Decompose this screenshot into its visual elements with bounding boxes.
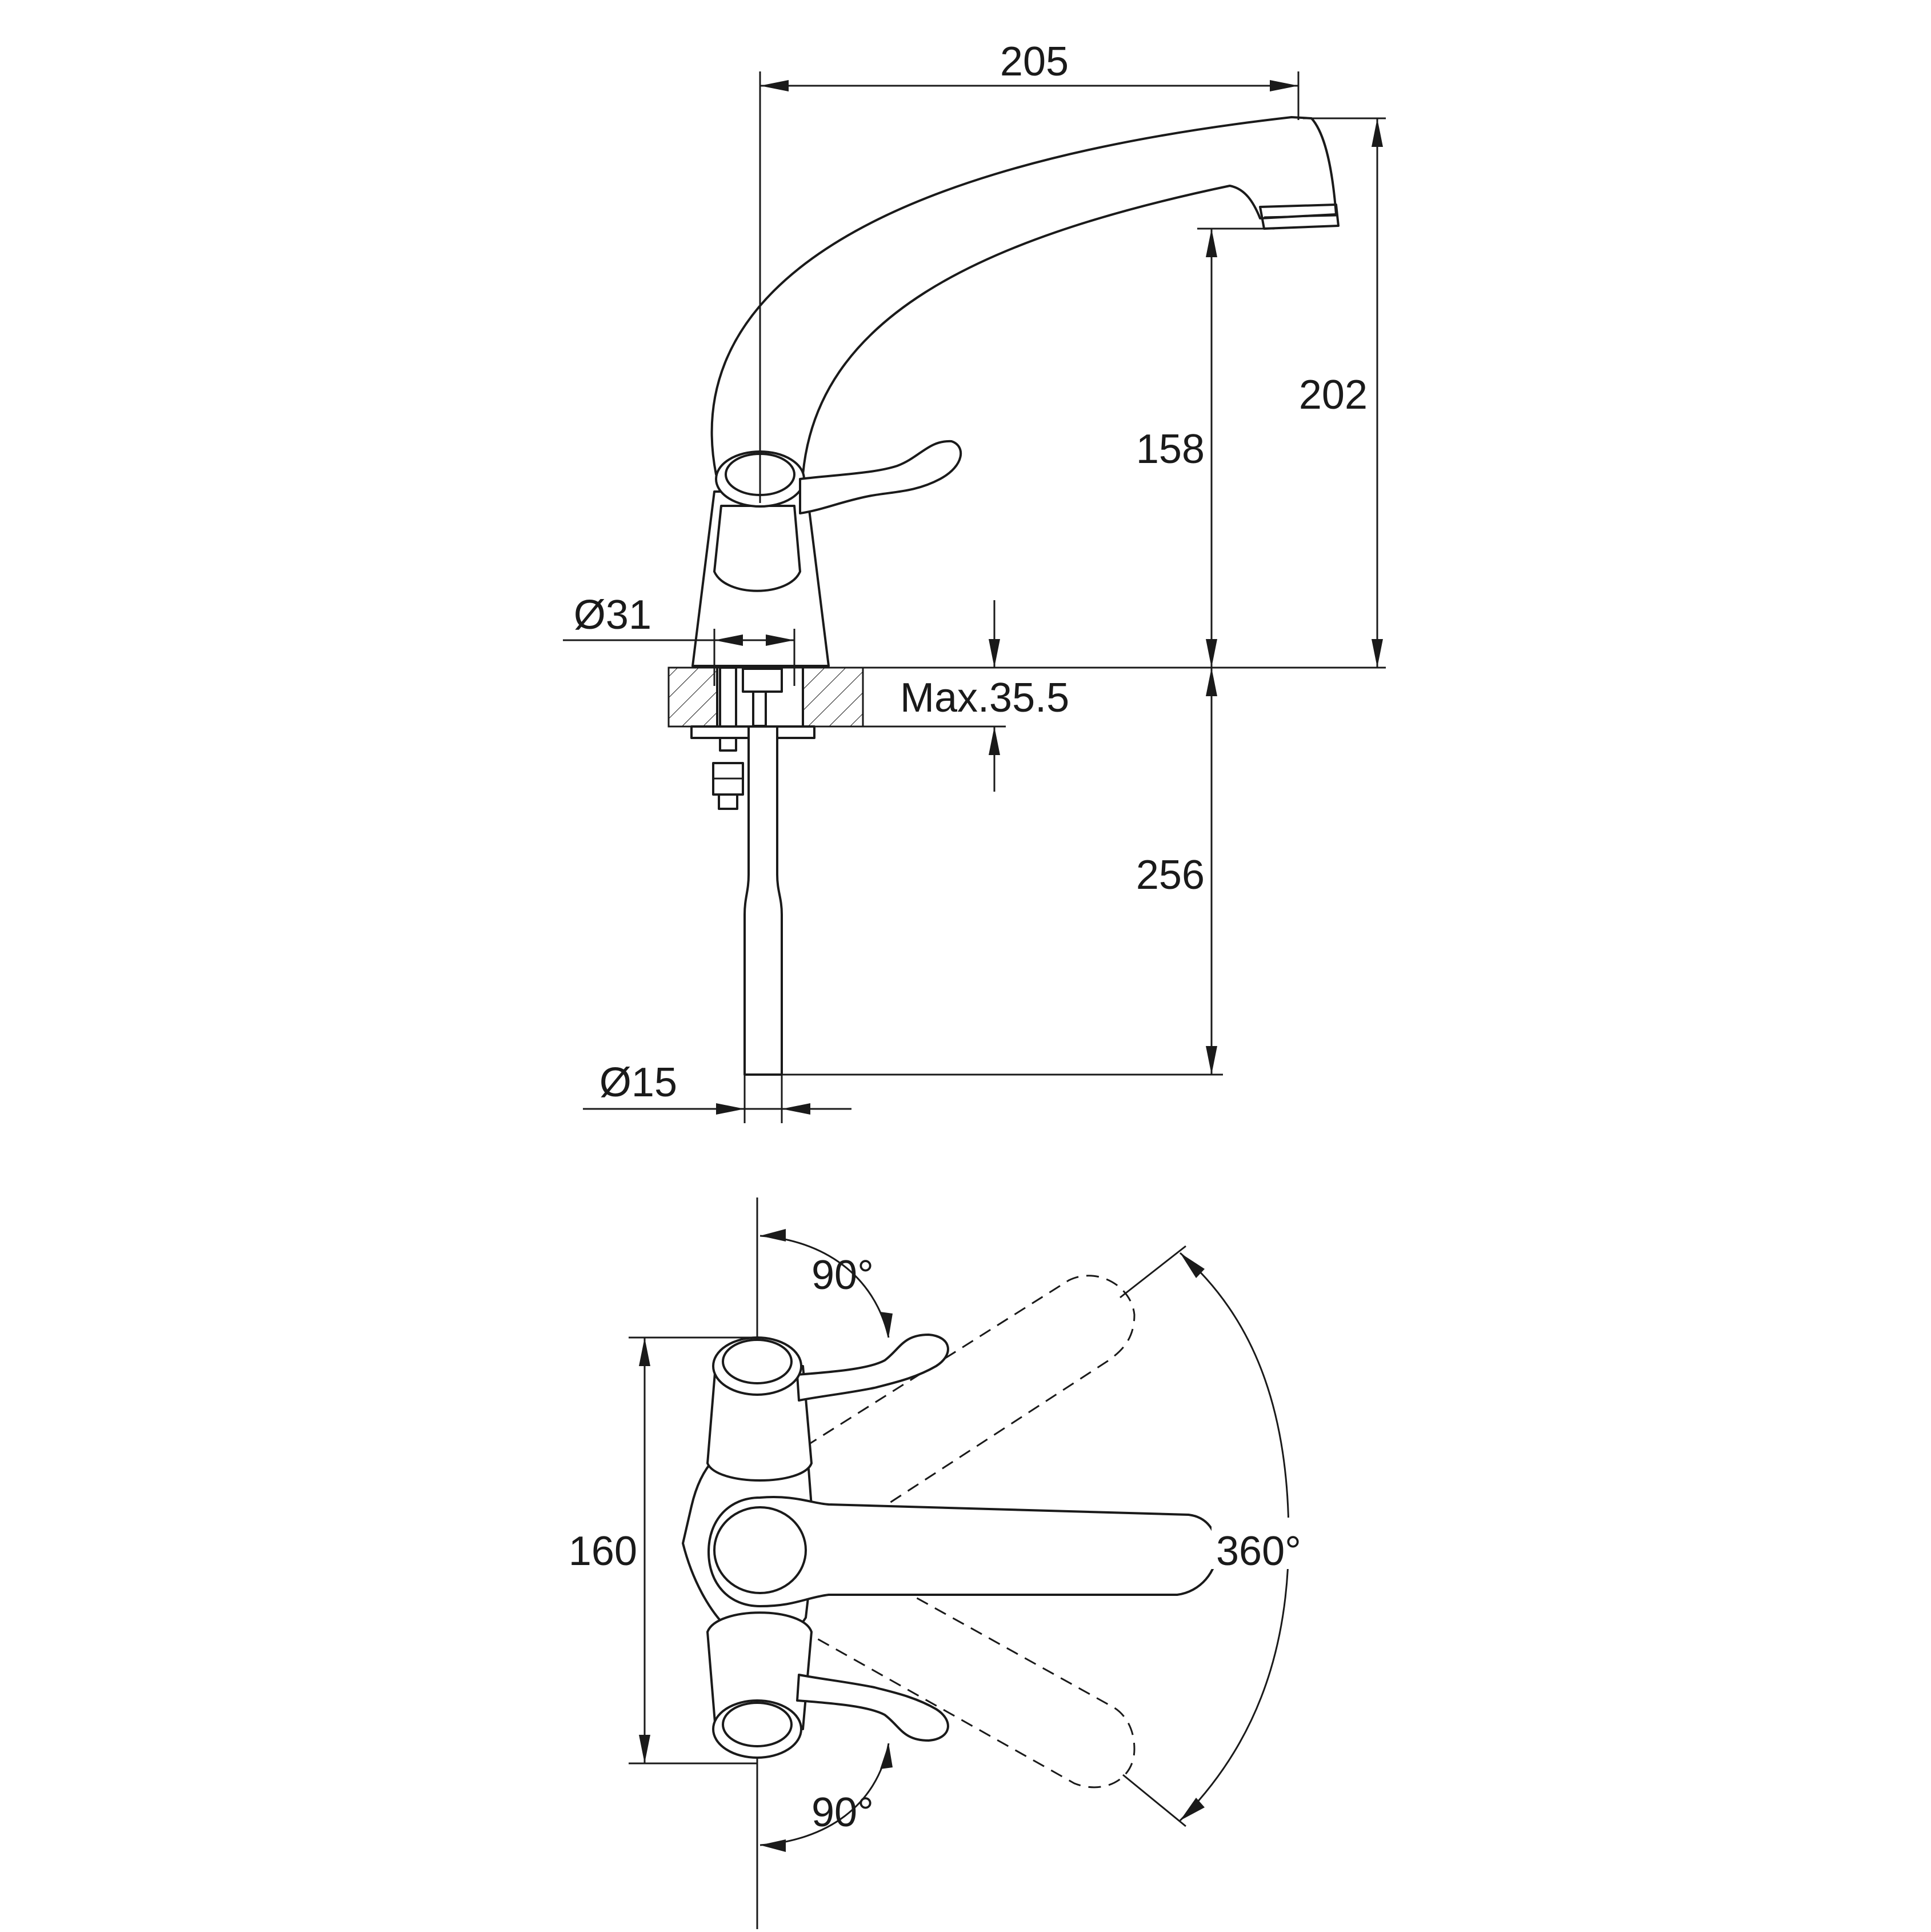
- upper-body: [706, 1365, 813, 1482]
- spout-position-lower-dashed: [799, 1576, 1136, 1789]
- dim-tail-diameter: Ø15: [599, 1060, 677, 1105]
- dim-handle-span: 160: [569, 1528, 637, 1574]
- tail-pipe: [743, 725, 783, 1076]
- spout-swivel-collar: [713, 1506, 807, 1594]
- dim-tail-length: 256: [1136, 852, 1205, 898]
- plan-view: 160 90° 90° 360°: [569, 1197, 1332, 1929]
- dim-spout-rotation: 360°: [1216, 1528, 1301, 1574]
- dim-max-deck-thickness: Max.35.5: [900, 675, 1069, 721]
- lever-handle: [799, 440, 962, 514]
- spout-solid: [707, 1496, 1218, 1607]
- lower-lever: [796, 1674, 949, 1742]
- dim-lower-lever-rotation: 90°: [811, 1790, 874, 1835]
- dim-spout-reach: 205: [1000, 39, 1069, 85]
- body-recess: [713, 505, 801, 592]
- side-elevation-view: 205 202 158 256 Max.35.5 Ø31: [563, 39, 1386, 1123]
- dim-upper-lever-rotation: 90°: [811, 1252, 874, 1298]
- lower-body: [706, 1611, 813, 1730]
- upper-cap: [712, 1336, 802, 1396]
- dim-body-diameter: Ø31: [574, 592, 651, 638]
- upper-lever: [796, 1334, 949, 1402]
- dim-outlet-height: 158: [1136, 426, 1205, 472]
- spout-outline: [710, 116, 1337, 476]
- lower-cap: [712, 1699, 802, 1759]
- spout-position-upper-dashed: [805, 1275, 1136, 1510]
- dim-total-height: 202: [1299, 372, 1368, 418]
- aerator: [1259, 203, 1340, 230]
